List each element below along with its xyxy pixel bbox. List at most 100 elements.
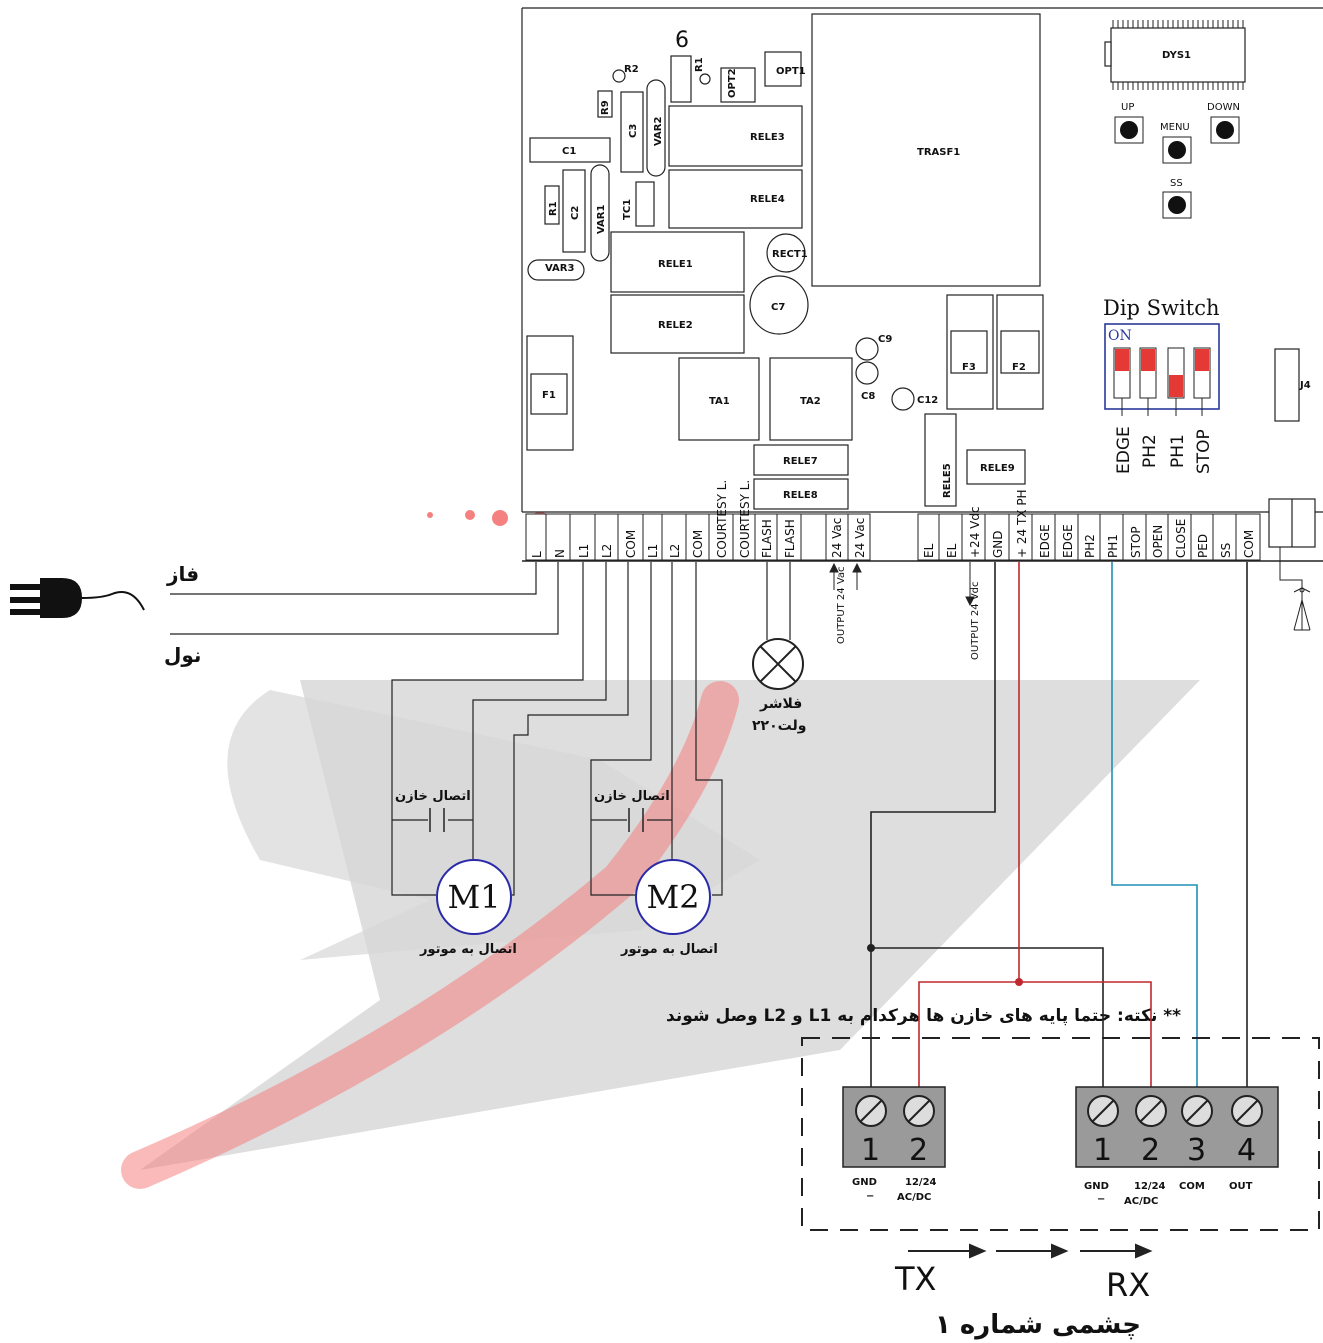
svg-text:RELE7: RELE7 bbox=[783, 456, 818, 467]
svg-text:VAR3: VAR3 bbox=[545, 263, 575, 274]
svg-text:GND: GND bbox=[991, 530, 1005, 558]
svg-text:−: − bbox=[866, 1191, 874, 1202]
phase-label: فاز bbox=[166, 562, 199, 586]
svg-text:VAR2: VAR2 bbox=[653, 117, 664, 147]
svg-text:PH2: PH2 bbox=[1140, 434, 1160, 468]
flasher-lamp-icon bbox=[752, 638, 804, 690]
svg-text:TRASF1: TRASF1 bbox=[917, 147, 960, 158]
svg-text:RELE8: RELE8 bbox=[783, 490, 818, 501]
svg-text:M2: M2 bbox=[646, 878, 699, 916]
svg-text:12/24: 12/24 bbox=[1134, 1181, 1166, 1192]
dip-switch: Dip Switch ON EDGE PH2 PH1 STOP bbox=[1103, 296, 1220, 474]
svg-text:EDGE: EDGE bbox=[1038, 524, 1052, 558]
up-button[interactable] bbox=[1114, 116, 1144, 144]
svg-text:R9: R9 bbox=[600, 100, 611, 115]
capacitor-note: ** نکته: حتما پایه های خازن ها هرکدام به… bbox=[666, 1006, 1181, 1026]
svg-text:VAR1: VAR1 bbox=[596, 205, 607, 235]
svg-text:STOP: STOP bbox=[1194, 429, 1214, 474]
svg-text:EL: EL bbox=[945, 543, 959, 558]
svg-text:24 Vac: 24 Vac bbox=[853, 518, 867, 558]
svg-text:R2: R2 bbox=[624, 64, 639, 75]
tx-label: TX bbox=[894, 1260, 936, 1298]
svg-text:RELE4: RELE4 bbox=[750, 194, 785, 205]
svg-text:1: 1 bbox=[861, 1133, 880, 1168]
capacitor-symbols bbox=[429, 808, 644, 832]
svg-text:DYS1: DYS1 bbox=[1162, 50, 1191, 61]
ss-button[interactable] bbox=[1162, 191, 1192, 219]
svg-text:L2: L2 bbox=[600, 544, 614, 558]
dip-switch-4[interactable] bbox=[1193, 347, 1211, 399]
svg-text:C9: C9 bbox=[878, 334, 892, 345]
svg-text:STOP: STOP bbox=[1129, 526, 1143, 558]
svg-text:4: 4 bbox=[1237, 1133, 1256, 1168]
neutral-label: نول bbox=[164, 643, 201, 667]
svg-text:EDGE: EDGE bbox=[1061, 524, 1075, 558]
svg-text:N: N bbox=[553, 549, 567, 558]
menu-button[interactable] bbox=[1162, 136, 1192, 164]
svg-text:OPT2: OPT2 bbox=[727, 68, 738, 98]
svg-text:+24 Vdc: +24 Vdc bbox=[968, 506, 982, 558]
motor-connection-2: اتصال به موتور bbox=[620, 942, 718, 957]
svg-text:COM: COM bbox=[1242, 530, 1256, 558]
svg-text:1: 1 bbox=[1093, 1133, 1112, 1168]
svg-text:C1: C1 bbox=[562, 146, 576, 157]
svg-text:12/24: 12/24 bbox=[905, 1177, 937, 1188]
down-button[interactable] bbox=[1210, 116, 1240, 144]
dip-switch-2[interactable] bbox=[1139, 347, 1157, 399]
svg-text:RELE3: RELE3 bbox=[750, 132, 785, 143]
tx-terminal-block: 1 2 bbox=[842, 1086, 946, 1168]
title-number: 6 bbox=[675, 28, 689, 53]
dys1-pins bbox=[1112, 20, 1244, 90]
rx-label: RX bbox=[1106, 1266, 1150, 1304]
svg-text:R1: R1 bbox=[694, 57, 705, 72]
flasher-label: فلاشر bbox=[759, 696, 802, 712]
board-buttons: UP DOWN MENU SS bbox=[1114, 102, 1240, 219]
control-board bbox=[521, 7, 1323, 562]
capacitor-label-2: اتصال خازن bbox=[594, 789, 670, 804]
svg-text:RELE9: RELE9 bbox=[980, 463, 1015, 474]
svg-text:OPEN: OPEN bbox=[1151, 525, 1165, 558]
svg-text:+ 24 TX PH: + 24 TX PH bbox=[1015, 489, 1029, 558]
svg-text:C8: C8 bbox=[861, 391, 875, 402]
svg-text:GND: GND bbox=[852, 1177, 877, 1188]
svg-text:OUTPUT 24 Vac: OUTPUT 24 Vac bbox=[836, 566, 847, 644]
svg-text:MENU: MENU bbox=[1160, 122, 1190, 133]
photocell-wires bbox=[870, 562, 1248, 1095]
svg-text:C7: C7 bbox=[771, 302, 785, 313]
svg-text:DOWN: DOWN bbox=[1207, 102, 1240, 113]
svg-text:−: − bbox=[1097, 1194, 1105, 1205]
svg-text:COM: COM bbox=[691, 530, 705, 558]
svg-text:EDGE: EDGE bbox=[1114, 426, 1134, 474]
svg-text:FLASH: FLASH bbox=[760, 519, 774, 558]
svg-text:OUTPUT 24 Vdc: OUTPUT 24 Vdc bbox=[970, 581, 981, 660]
mains-wires bbox=[170, 562, 559, 635]
svg-text:C2: C2 bbox=[570, 206, 581, 220]
svg-text:CLOSE: CLOSE bbox=[1174, 519, 1188, 558]
output-24vdc: OUTPUT 24 Vdc bbox=[965, 562, 981, 660]
motor-m2: M2 bbox=[635, 859, 711, 935]
svg-text:RELE2: RELE2 bbox=[658, 320, 693, 331]
dip-on-label: ON bbox=[1108, 328, 1132, 344]
svg-text:COURTESY L.: COURTESY L. bbox=[738, 480, 752, 558]
board-components bbox=[526, 13, 1316, 548]
svg-text:SS: SS bbox=[1170, 178, 1183, 189]
svg-text:GND: GND bbox=[1084, 1181, 1109, 1192]
svg-text:OUT: OUT bbox=[1229, 1181, 1253, 1192]
svg-text:F3: F3 bbox=[962, 362, 976, 373]
dip-switch-3[interactable] bbox=[1167, 347, 1185, 399]
svg-text:24 Vac: 24 Vac bbox=[830, 518, 844, 558]
photocell-caption: چشمی شماره ۱ bbox=[935, 1310, 1141, 1340]
output-24vac: OUTPUT 24 Vac bbox=[829, 562, 862, 644]
svg-text:PH2: PH2 bbox=[1083, 534, 1097, 558]
motor-connection-1: اتصال به موتور bbox=[419, 942, 517, 957]
terminal-strip-right: EL EL +24 Vdc GND + 24 TX PH EDGE EDGE P… bbox=[917, 489, 1261, 561]
svg-text:C12: C12 bbox=[917, 395, 938, 406]
dip-switch-1[interactable] bbox=[1113, 347, 1131, 399]
svg-text:RELE5: RELE5 bbox=[942, 463, 953, 498]
svg-text:C3: C3 bbox=[628, 124, 639, 138]
beam-arrows bbox=[908, 1243, 1153, 1259]
svg-text:COM: COM bbox=[624, 530, 638, 558]
svg-text:2: 2 bbox=[909, 1133, 928, 1168]
rx-terminal-block: 1 2 3 4 bbox=[1075, 1086, 1279, 1168]
